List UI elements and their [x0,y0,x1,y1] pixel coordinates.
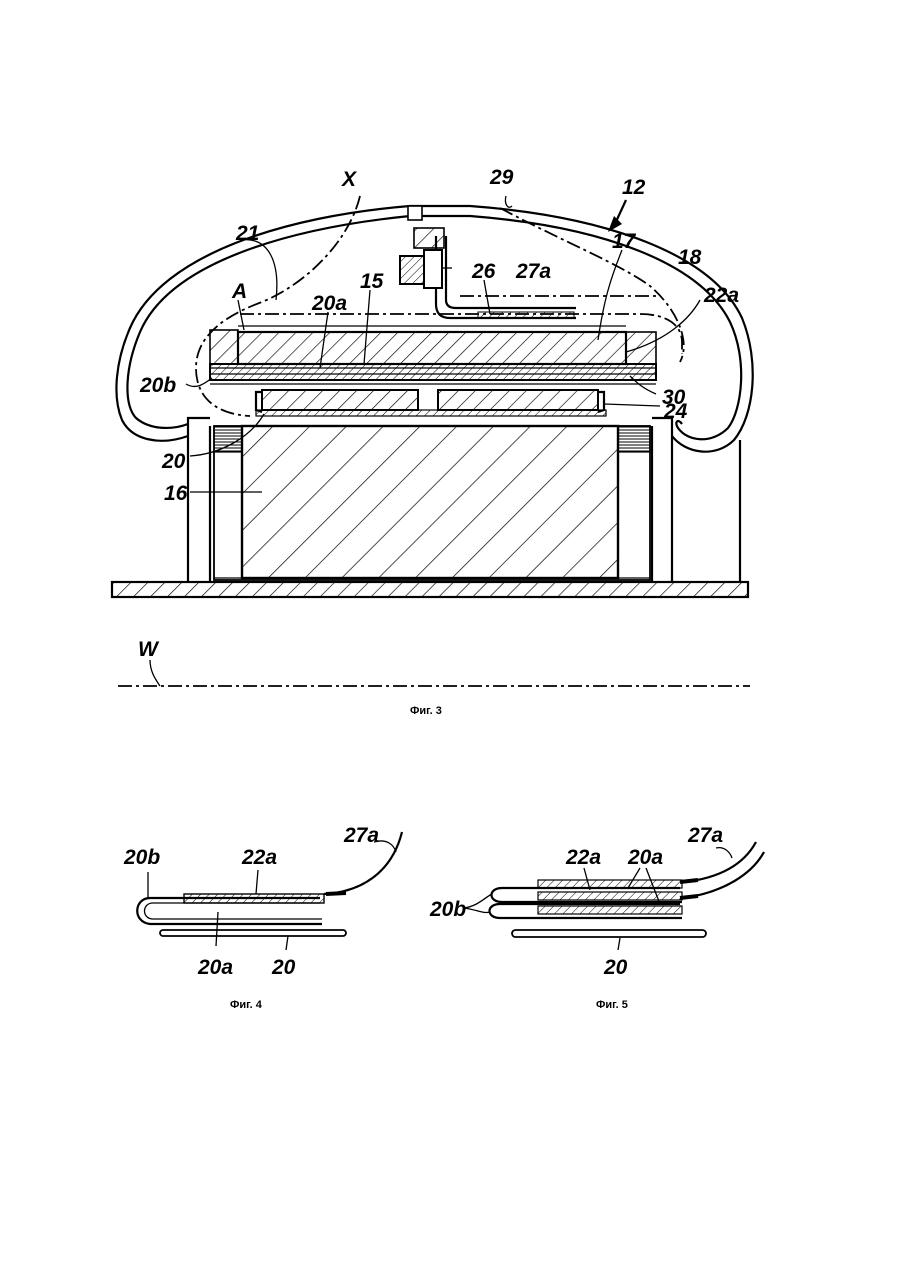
conductor-27a-thick [326,893,346,894]
cover-seam [408,206,422,220]
fig4-label-20b: 20b [123,846,160,869]
label-x: X [341,168,358,191]
leader-29 [505,196,512,207]
conductor-thick-1 [680,880,698,882]
upper-plate-left-end [210,330,238,364]
fig4-label-22a: 22a [241,846,277,869]
hatched-22a [184,894,324,903]
fig5-label-20b: 20b [429,898,466,921]
leader-w [150,660,160,686]
hatched-upper [538,880,682,888]
bolt-head [400,256,424,284]
lower-strip [256,410,606,416]
figure-5: 22a 20a 27a 20b 20 Фиг. 5 [429,824,764,1011]
label-21: 21 [235,222,259,245]
middle-laminate [210,364,656,380]
fig4-leader-22a [256,870,258,894]
fig5-leader-20b-1 [464,894,492,908]
label-24: 24 [663,400,688,423]
fig5-label-20a: 20a [627,846,663,869]
fig4-label-20a: 20a [197,956,233,979]
fold-20b-inner [145,903,323,919]
lower-plate-left [262,390,418,410]
label-16: 16 [164,482,188,505]
label-18: 18 [678,246,702,269]
fig5-leader-20b-2 [464,908,490,913]
fig4-leader-20a [216,912,218,946]
plate-20 [512,930,706,937]
conductor-thick-2 [680,896,698,898]
bracket-hatched-strip [478,312,574,318]
lower-plate-right [438,390,598,410]
upper-plate-right-end [626,332,656,364]
label-26: 26 [471,260,496,283]
label-12: 12 [622,176,646,199]
hatched-lower [538,906,682,914]
bracket-26 [436,236,576,318]
label-27a: 27a [515,260,551,283]
core-block [242,426,618,578]
fig4-label-20: 20 [271,956,296,979]
label-22a: 22a [703,284,739,307]
upper-plate [238,332,626,364]
caption-figure-3: Фиг. 3 [410,705,442,717]
leader-24 [604,404,660,406]
leader-20b [186,378,212,386]
label-w: W [138,638,160,661]
figure-3: X 29 12 21 17 18 A 20a 15 26 27a 22a 20b… [112,166,753,717]
base-plate [112,582,748,597]
fig5-leader-27a [716,848,732,858]
label-29: 29 [489,166,514,189]
conductor-27a-2 [684,852,764,898]
bolt-nut [424,250,442,288]
right-coil [618,426,650,452]
label-15: 15 [360,270,384,293]
fig5-label-20: 20 [603,956,628,979]
fig5-label-27a: 27a [687,824,723,847]
fig5-leader-20 [618,938,620,950]
fig4-leader-20 [286,936,288,950]
label-17: 17 [612,230,637,253]
plate-20 [160,930,346,936]
label-20: 20 [161,450,186,473]
left-coil [214,426,242,452]
caption-figure-5: Фиг. 5 [596,999,628,1011]
hatched-middle [538,892,682,900]
figure-4: 20b 22a 27a 20a 20 Фиг. 4 [123,824,402,1011]
bracket-top-block [414,228,444,248]
label-20a: 20a [311,292,347,315]
fig4-label-27a: 27a [343,824,379,847]
caption-figure-4: Фиг. 4 [230,999,263,1011]
fig5-label-22a: 22a [565,846,601,869]
bracket-26-inner [446,236,576,308]
label-20b: 20b [139,374,176,397]
label-a: A [231,280,247,303]
